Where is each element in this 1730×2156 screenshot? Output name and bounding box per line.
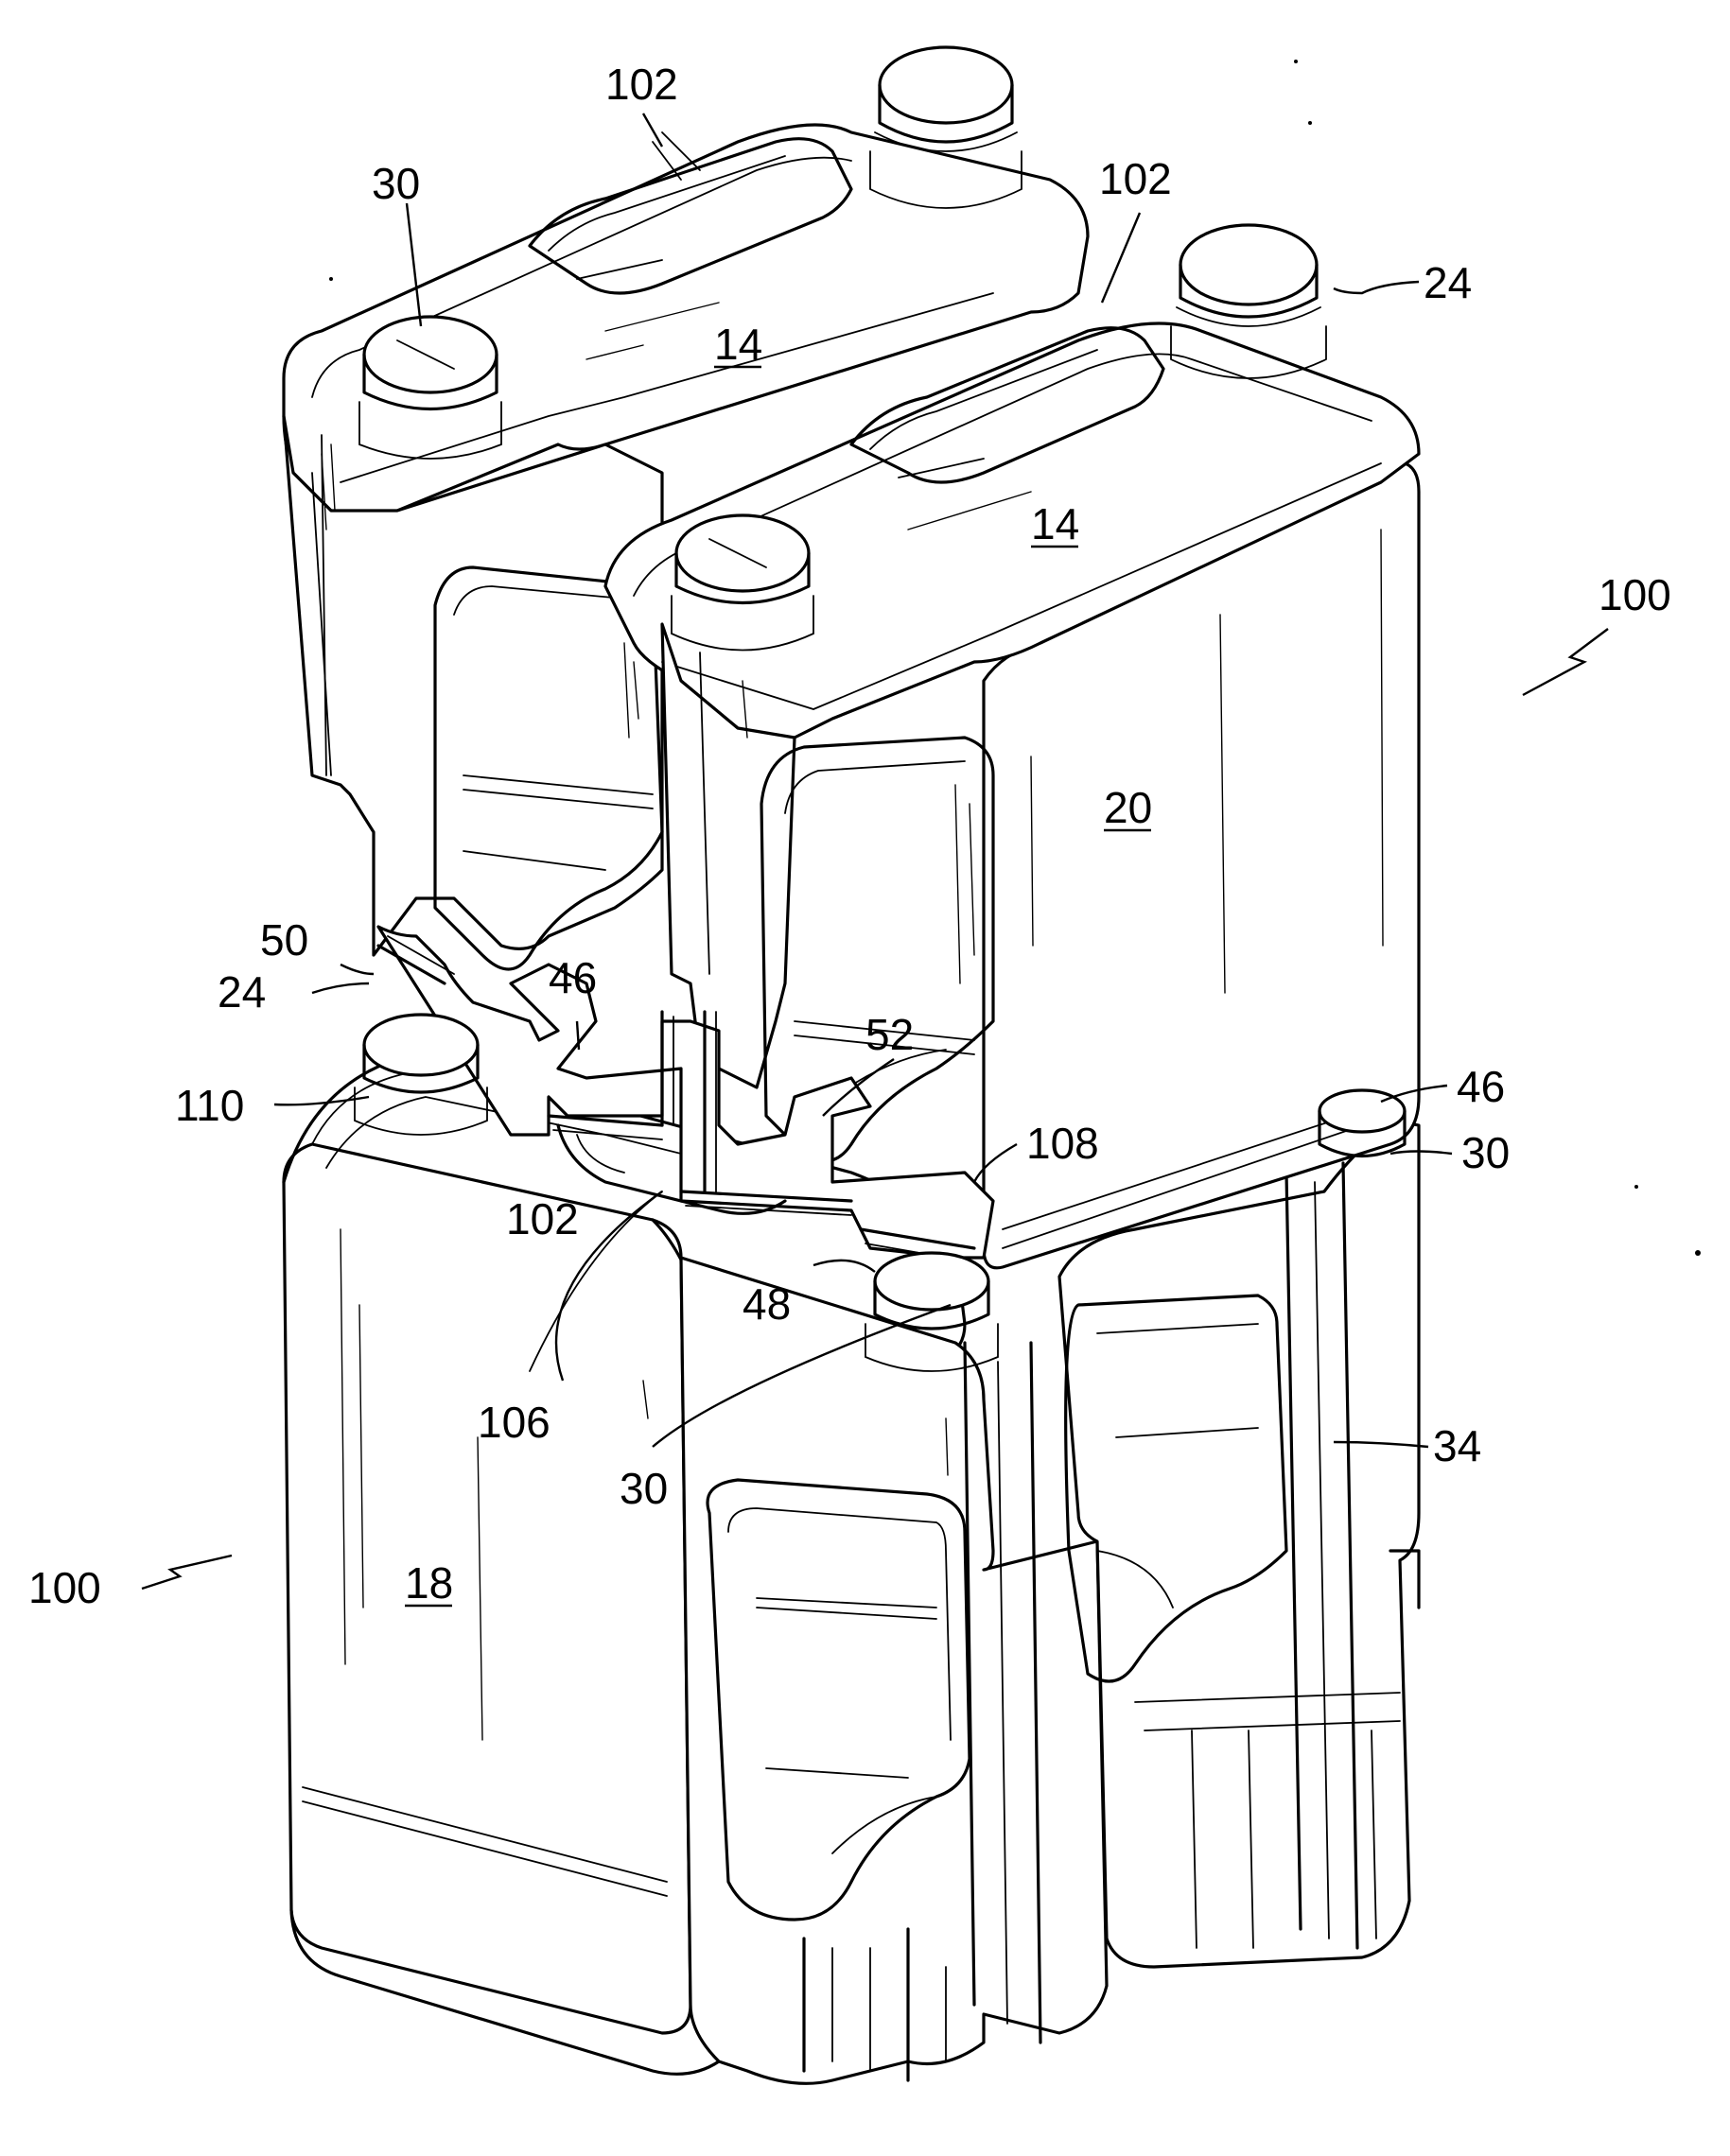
label-14-top: 14 bbox=[714, 320, 762, 369]
label-20: 20 bbox=[1104, 783, 1152, 832]
label-110: 110 bbox=[175, 1081, 244, 1130]
label-50: 50 bbox=[260, 915, 308, 965]
label-100-right: 100 bbox=[1599, 570, 1671, 619]
lower-rear-container bbox=[1059, 1124, 1419, 1967]
label-106: 106 bbox=[478, 1398, 550, 1447]
label-102-mid: 102 bbox=[1099, 154, 1172, 203]
label-30-right: 30 bbox=[1461, 1128, 1510, 1177]
label-30-low: 30 bbox=[620, 1464, 668, 1513]
label-24-left: 24 bbox=[218, 967, 266, 1017]
lower-handle-region bbox=[681, 1258, 1107, 2083]
label-108: 108 bbox=[1026, 1119, 1099, 1168]
label-52: 52 bbox=[865, 1010, 914, 1059]
label-18: 18 bbox=[405, 1558, 453, 1608]
label-102-low: 102 bbox=[506, 1194, 579, 1243]
label-100-left: 100 bbox=[28, 1563, 101, 1612]
label-14-mid: 14 bbox=[1031, 499, 1079, 548]
label-34: 34 bbox=[1433, 1421, 1481, 1470]
label-102-top: 102 bbox=[605, 60, 678, 109]
label-24-top: 24 bbox=[1424, 258, 1472, 307]
label-30-topleft: 30 bbox=[372, 159, 420, 208]
label-46-right: 46 bbox=[1457, 1062, 1505, 1111]
label-48: 48 bbox=[743, 1279, 791, 1329]
label-46-left: 46 bbox=[549, 953, 597, 1002]
